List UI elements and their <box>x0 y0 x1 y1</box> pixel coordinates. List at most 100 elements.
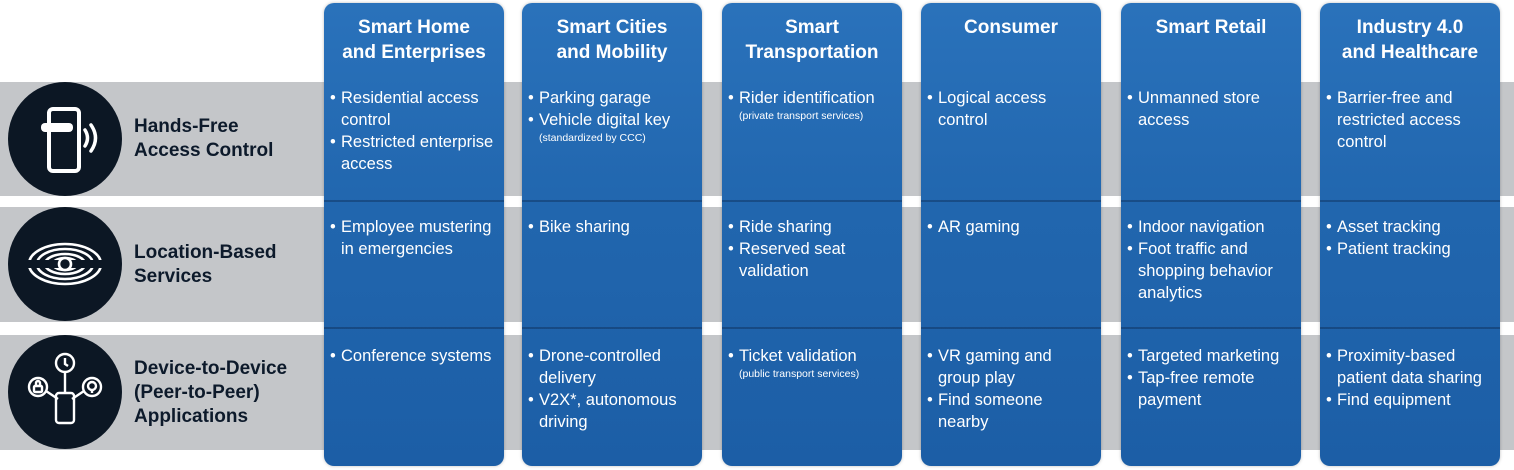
bullet-icon: • <box>330 347 336 365</box>
list-item: • Tap-free remote payment <box>1127 367 1297 411</box>
list-item: •Restricted enterprise access <box>330 131 500 175</box>
item-text: Targeted marketing <box>1138 347 1280 365</box>
column-title: Smart Transportation <box>745 17 879 63</box>
column-title: Industry 4.0 and Healthcare <box>1341 17 1479 63</box>
row-label-access: Hands-Free Access Control <box>134 116 274 161</box>
bullet-icon: • <box>528 218 534 236</box>
cell: •Proximity-based patient data sharing•Fi… <box>1326 345 1496 411</box>
column-industry-healthcare: Industry 4.0 and Healthcare •Barrier-free… <box>1320 3 1500 466</box>
row-divider <box>522 327 702 329</box>
bullet-icon: • <box>927 347 933 365</box>
cell: •Logical access control <box>927 87 1097 131</box>
list-item: • Conference systems <box>330 345 500 367</box>
item-text: Unmanned store access <box>1138 89 1260 129</box>
bullet-icon: • <box>1326 89 1332 107</box>
cell: • Unmanned store access <box>1127 87 1297 131</box>
item-note: (private transport services) <box>739 110 864 122</box>
list-item: •Residential access control <box>330 87 500 131</box>
device-network-icon <box>8 335 122 449</box>
cell: •VR gaming and group play•Find someone n… <box>927 345 1097 433</box>
item-text: Patient tracking <box>1337 240 1451 258</box>
list-item: •Vehicle digital key(standardized by CCC… <box>528 109 698 144</box>
list-item: •Indoor navigation <box>1127 216 1297 238</box>
row-divider <box>1121 200 1301 202</box>
item-text: Tap-free remote payment <box>1138 369 1255 409</box>
column-title: Smart Retail <box>1155 17 1267 38</box>
row-divider <box>722 327 902 329</box>
bullet-icon: • <box>1127 369 1133 387</box>
bullet-icon: • <box>528 347 534 365</box>
item-text: Bike sharing <box>539 218 630 236</box>
bullet-icon: • <box>728 240 734 258</box>
cell: •Employee mustering in emergencies <box>330 216 500 260</box>
bullet-icon: • <box>1127 240 1133 258</box>
item-text: Logical access control <box>938 89 1047 129</box>
list-item: • Rider identification (private transport … <box>728 87 898 122</box>
item-text: Proximity-based patient data sharing <box>1337 347 1482 387</box>
cell: •Indoor navigation • Foot traffic and shop… <box>1127 216 1297 304</box>
item-text: V2X*, autonomous driving <box>539 391 677 431</box>
list-item: • Drone-controlled delivery <box>528 345 698 389</box>
list-item: •Logical access control <box>927 87 1097 131</box>
list-item: •Employee mustering in emergencies <box>330 216 500 260</box>
list-item: • Unmanned store access <box>1127 87 1297 131</box>
cell: • Ticket validation (public transport serv… <box>728 345 898 380</box>
radar-icon <box>8 207 122 321</box>
cell: • Drone-controlled delivery• V2X*, autonom… <box>528 345 698 433</box>
item-text: Ticket validation <box>739 347 857 365</box>
list-item: • Foot traffic and shopping behavior anal… <box>1127 238 1297 304</box>
item-text: VR gaming and group play <box>938 347 1052 387</box>
item-note: (public transport services) <box>739 368 860 380</box>
cell: • Conference systems <box>330 345 500 367</box>
row-label-d2d: Device-to-Device (Peer-to-Peer) Applicat… <box>134 357 288 427</box>
bullet-icon: • <box>728 347 734 365</box>
row-divider <box>324 327 504 329</box>
cell: •Residential access control•Restricted e… <box>330 87 500 175</box>
list-item: • VR gaming and group play <box>927 345 1097 389</box>
row-divider <box>324 200 504 202</box>
row-divider <box>1121 327 1301 329</box>
bullet-icon: • <box>1326 391 1332 409</box>
row-divider <box>921 200 1101 202</box>
column-title: Smart Cities and Mobility <box>556 17 668 63</box>
item-text: AR gaming <box>938 218 1020 236</box>
item-text: Rider identification <box>739 89 875 107</box>
cell: •Ride sharing•Reserved seat validation <box>728 216 898 282</box>
cell: • Rider identification (private transport … <box>728 87 898 122</box>
bullet-icon: • <box>1326 240 1332 258</box>
item-text: Vehicle digital key <box>539 111 671 129</box>
bullet-icon: • <box>330 218 336 236</box>
column-smart-cities: Smart Cities and Mobility•Parking garage… <box>522 3 702 466</box>
bullet-icon: • <box>528 89 534 107</box>
column-consumer: Consumer•Logical access control•AR gamin… <box>921 3 1101 466</box>
list-item: •Proximity-based patient data sharing <box>1326 345 1496 389</box>
cell: • Bike sharing <box>528 216 698 238</box>
list-item: •Barrier-free and restricted access cont… <box>1326 87 1496 153</box>
bullet-icon: • <box>330 89 336 107</box>
column-smart-home: Smart Home and Enterprises •Residential a… <box>324 3 504 466</box>
item-text: Conference systems <box>341 347 492 365</box>
bullet-icon: • <box>528 111 534 129</box>
column-smart-retail: Smart Retail • Unmanned store access •Indoo… <box>1121 3 1301 466</box>
item-text: Asset tracking <box>1337 218 1441 236</box>
list-item: • Asset tracking <box>1326 216 1496 238</box>
bullet-icon: • <box>1326 218 1332 236</box>
row-label-location: Location-Based Services <box>134 241 277 287</box>
cell: •AR gaming <box>927 216 1097 238</box>
bullet-icon: • <box>728 218 734 236</box>
bullet-icon: • <box>1127 89 1133 107</box>
bullet-icon: • <box>1127 347 1133 365</box>
bullet-icon: • <box>728 89 734 107</box>
row-divider <box>722 200 902 202</box>
item-text: Foot traffic and shopping behavior analy… <box>1138 240 1273 302</box>
cell: •Barrier-free and restricted access cont… <box>1326 87 1496 153</box>
bullet-icon: • <box>330 133 336 151</box>
item-text: Ride sharing <box>739 218 832 236</box>
door-handle-icon <box>8 82 122 196</box>
column-title: Consumer <box>964 17 1058 38</box>
item-text: Drone-controlled delivery <box>539 347 661 387</box>
cell: •Parking garage•Vehicle digital key(stan… <box>528 87 698 144</box>
list-item: • Bike sharing <box>528 216 698 238</box>
list-item: • Ticket validation (public transport serv… <box>728 345 898 380</box>
column-title: Smart Home and Enterprises <box>342 17 486 63</box>
